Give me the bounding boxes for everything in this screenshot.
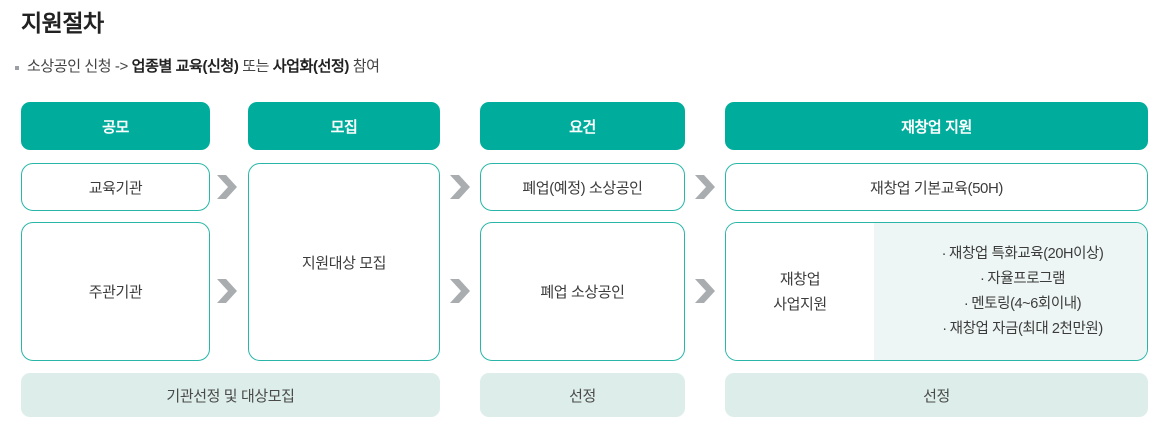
list-item: ·자율프로그램 (898, 267, 1147, 292)
node-closed-business-owner: 폐업 소상공인 (480, 222, 685, 361)
column-header-restart-support: 재창업 지원 (725, 102, 1148, 150)
bullet-dot-icon: · (942, 320, 947, 337)
subtitle-middle: 또는 (238, 58, 273, 75)
summary-institution-selection: 기관선정 및 대상모집 (21, 373, 440, 417)
chevron-right-icon (216, 174, 238, 200)
node-restart-basic-education: 재창업 기본교육(50H) (725, 163, 1148, 211)
chevron-right-icon (449, 174, 471, 200)
bullet-dot-icon: · (941, 245, 947, 262)
restart-label-line2: 사업지원 (773, 295, 827, 313)
list-item-label: 재창업 자금(최대 2천만원) (949, 320, 1104, 337)
restart-label-line1: 재창업 (779, 270, 821, 288)
subtitle-row: 소상공인 신청 -> 업종별 교육(신청) 또는 사업화(선정) 참여 (15, 57, 380, 77)
chevron-right-icon (694, 174, 716, 200)
column-header-yogeon: 요건 (480, 102, 685, 150)
restart-support-bullet-panel: ·재창업 특화교육(20H이상) ·자율프로그램 ·멘토링(4~6회이내) ·재… (874, 223, 1147, 360)
list-item: ·재창업 자금(최대 2천만원) (898, 317, 1147, 342)
chevron-right-icon (216, 278, 238, 304)
node-restart-business-support-label: 재창업 사업지원 (726, 223, 874, 360)
page-title: 지원절차 (21, 10, 104, 36)
summary-selection-support: 선정 (725, 373, 1148, 417)
chevron-right-icon (694, 278, 716, 304)
node-closing-business-owner: 폐업(예정) 소상공인 (480, 163, 685, 211)
list-item-label: 멘토링(4~6회이내) (971, 295, 1082, 312)
subtitle-tail: 참여 (348, 58, 380, 75)
list-item-label: 재창업 특화교육(20H이상) (949, 245, 1104, 262)
summary-selection-requirements: 선정 (480, 373, 685, 417)
node-restart-business-support: 재창업 사업지원 ·재창업 특화교육(20H이상) ·자율프로그램 ·멘토링(4… (725, 222, 1148, 361)
subtitle-lead: 소상공인 신청 -> (27, 58, 132, 75)
bullet-dot-icon: · (979, 270, 985, 287)
list-item-label: 자율프로그램 (987, 270, 1066, 287)
square-bullet-icon (15, 66, 19, 70)
subtitle-bold-education: 업종별 교육(신청) (131, 58, 239, 75)
subtitle-bold-commercialization: 사업화(선정) (272, 58, 350, 75)
node-education-institution: 교육기관 (21, 163, 210, 211)
node-host-institution: 주관기관 (21, 222, 210, 361)
list-item: ·멘토링(4~6회이내) (898, 292, 1147, 317)
bullet-dot-icon: · (963, 295, 969, 312)
column-header-mojip: 모집 (248, 102, 440, 150)
subtitle-text: 소상공인 신청 -> 업종별 교육(신청) 또는 사업화(선정) 참여 (27, 57, 380, 77)
chevron-right-icon (449, 278, 471, 304)
node-recruit-targets: 지원대상 모집 (248, 163, 440, 361)
list-item: ·재창업 특화교육(20H이상) (898, 242, 1147, 267)
column-header-gongmo: 공모 (21, 102, 210, 150)
